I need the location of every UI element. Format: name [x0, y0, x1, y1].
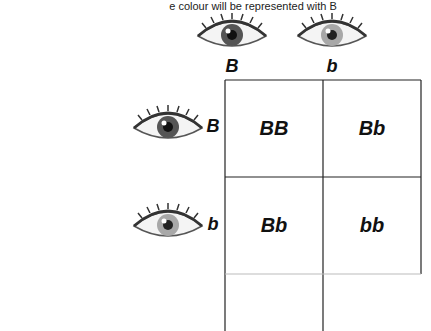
- punnett-cell: Bb: [226, 178, 322, 273]
- genotype: bb: [360, 214, 384, 237]
- punnett-cell: Bb: [324, 81, 420, 176]
- light-eye: [134, 203, 202, 236]
- allele-label: b: [208, 214, 219, 235]
- dark-eye: [198, 13, 266, 46]
- allele-label: B: [207, 116, 220, 137]
- allele-label: B: [226, 56, 239, 77]
- light-eye: [298, 13, 366, 46]
- punnett-grid: [225, 80, 421, 331]
- genotype: Bb: [359, 117, 386, 140]
- punnett-cell: bb: [324, 178, 420, 273]
- genotype: BB: [260, 117, 289, 140]
- punnett-cell: BB: [226, 81, 322, 176]
- dark-eye: [134, 105, 202, 138]
- allele-label: b: [327, 56, 338, 77]
- genotype: Bb: [261, 214, 288, 237]
- note-text: e colour will be represented with B: [169, 0, 337, 12]
